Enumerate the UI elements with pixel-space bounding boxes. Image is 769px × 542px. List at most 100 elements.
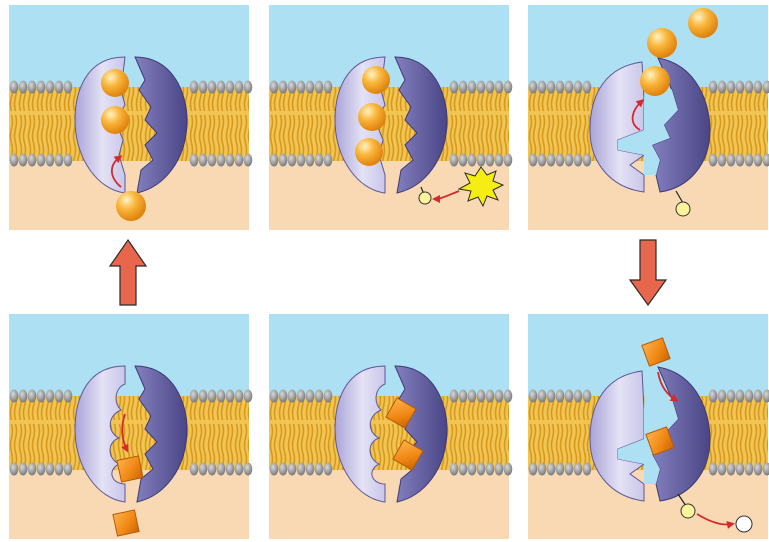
lipid-head — [718, 463, 727, 476]
sodium-ion — [101, 69, 129, 97]
lipid-head — [727, 81, 736, 94]
lipid-head — [583, 154, 592, 167]
lipid-head — [486, 154, 495, 167]
sodium-ion — [101, 106, 129, 134]
lipid-head — [297, 81, 306, 94]
lipid-bilayer — [269, 87, 509, 161]
lipid-head — [10, 463, 19, 476]
cytoplasm — [269, 469, 509, 539]
lipid-head — [529, 463, 538, 476]
lipid-head — [736, 390, 745, 403]
lipid-head — [486, 463, 495, 476]
lipid-head — [547, 390, 556, 403]
lipid-head — [538, 154, 547, 167]
lipid-head — [28, 154, 37, 167]
lipid-head — [10, 390, 19, 403]
lipid-head — [736, 463, 745, 476]
lipid-head — [270, 463, 279, 476]
lipid-head — [217, 390, 226, 403]
lipid-head — [547, 463, 556, 476]
lipid-head — [504, 81, 513, 94]
lipid-head — [736, 81, 745, 94]
lipid-head — [55, 390, 64, 403]
sodium-ion — [358, 103, 386, 131]
lipid-head — [450, 154, 459, 167]
lipid-head — [477, 154, 486, 167]
lipid-head — [190, 463, 199, 476]
lipid-head — [46, 390, 55, 403]
lipid-head — [199, 390, 208, 403]
sodium-ion — [647, 28, 677, 58]
lipid-head — [468, 463, 477, 476]
lipid-head — [504, 154, 513, 167]
lipid-head — [37, 390, 46, 403]
lipid-head — [226, 81, 235, 94]
lipid-head — [190, 154, 199, 167]
lipid-head — [279, 154, 288, 167]
lipid-head — [486, 81, 495, 94]
potassium-ion — [113, 510, 139, 536]
step-arrow-down — [630, 240, 666, 305]
lipid-head — [306, 463, 315, 476]
lipid-head — [450, 81, 459, 94]
lipid-head — [754, 463, 763, 476]
lipid-head — [244, 154, 253, 167]
lipid-head — [306, 81, 315, 94]
lipid-head — [297, 463, 306, 476]
lipid-head — [736, 154, 745, 167]
released-phosphate — [736, 516, 752, 532]
lipid-head — [297, 154, 306, 167]
lipid-head — [727, 154, 736, 167]
lipid-head — [37, 81, 46, 94]
lipid-head — [450, 390, 459, 403]
lipid-head — [279, 463, 288, 476]
lipid-head — [226, 390, 235, 403]
lipid-head — [64, 390, 73, 403]
lipid-head — [208, 81, 217, 94]
panel-5 — [269, 314, 509, 539]
lipid-head — [486, 390, 495, 403]
lipid-head — [46, 154, 55, 167]
lipid-head — [583, 463, 592, 476]
lipid-head — [244, 81, 253, 94]
lipid-head — [279, 390, 288, 403]
lipid-head — [217, 154, 226, 167]
lipid-head — [19, 390, 28, 403]
lipid-head — [37, 154, 46, 167]
lipid-head — [538, 81, 547, 94]
lipid-head — [28, 463, 37, 476]
lipid-head — [468, 154, 477, 167]
lipid-head — [565, 81, 574, 94]
lipid-head — [324, 390, 333, 403]
lipid-head — [556, 154, 565, 167]
lipid-head — [288, 81, 297, 94]
lipid-head — [504, 390, 513, 403]
lipid-head — [754, 390, 763, 403]
lipid-head — [718, 390, 727, 403]
lipid-head — [235, 463, 244, 476]
lipid-head — [538, 463, 547, 476]
lipid-head — [55, 154, 64, 167]
sodium-ion — [355, 138, 383, 166]
lipid-head — [235, 154, 244, 167]
lipid-head — [477, 463, 486, 476]
lipid-head — [279, 81, 288, 94]
lipid-head — [55, 81, 64, 94]
lipid-head — [208, 390, 217, 403]
lipid-head — [190, 390, 199, 403]
lipid-head — [565, 154, 574, 167]
lipid-head — [745, 154, 754, 167]
lipid-head — [450, 463, 459, 476]
phosphate-group — [681, 504, 695, 518]
lipid-head — [727, 463, 736, 476]
lipid-bilayer — [269, 396, 509, 470]
lipid-head — [468, 390, 477, 403]
potassium-ion — [117, 456, 143, 482]
lipid-head — [46, 463, 55, 476]
lipid-head — [64, 463, 73, 476]
lipid-head — [10, 81, 19, 94]
panel-4 — [528, 314, 768, 539]
lipid-head — [199, 463, 208, 476]
lipid-head — [495, 390, 504, 403]
